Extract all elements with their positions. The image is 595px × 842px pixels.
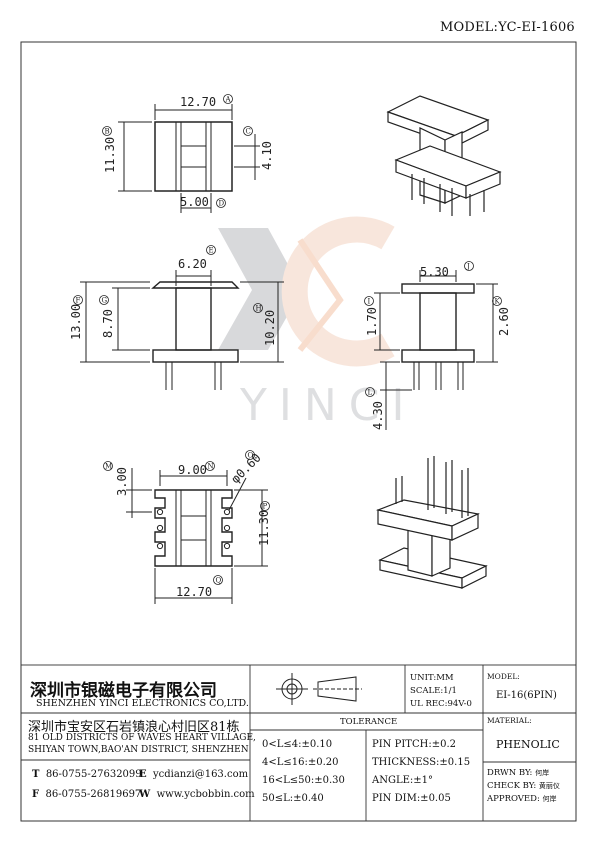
dim-pin-len: 4.30 xyxy=(371,401,385,430)
iso-view-top xyxy=(386,95,502,216)
front-view xyxy=(80,270,284,390)
marker-o: O xyxy=(248,452,254,460)
drawn-label: DRWN BY: xyxy=(487,768,533,778)
dim-top-gap: 5.00 xyxy=(180,195,209,209)
check-label: CHECK BY: xyxy=(487,781,537,791)
material-value: PHENOLIC xyxy=(496,738,560,751)
web-value: www.ycbobbin.com xyxy=(156,789,255,800)
dim-side-b: 2.60 xyxy=(497,307,511,336)
marker-b: B xyxy=(105,128,110,136)
email-value: ycdianzi@163.com xyxy=(152,769,249,780)
web-label: W xyxy=(139,789,151,800)
approved-name: 何岸 xyxy=(542,795,557,803)
marker-e: E xyxy=(209,247,214,255)
iso-view-bottom xyxy=(375,456,488,589)
markers xyxy=(73,94,502,585)
email-label: E xyxy=(139,769,147,780)
watermark-logo: YINCI xyxy=(218,216,416,431)
dim-top-inner: 4.10 xyxy=(260,141,274,170)
drawn-by: DRWN BY: 何岸 xyxy=(487,768,549,778)
bottom-view xyxy=(126,468,268,604)
dim-front-total: 13.00 xyxy=(69,304,83,340)
contact-fax: F 86-0755-26819697 xyxy=(32,789,141,800)
tol-left-2: 16<L≤50:±0.30 xyxy=(262,775,345,786)
check-name: 黄丽仪 xyxy=(538,782,560,790)
tol-right-2: ANGLE:±1° xyxy=(372,775,434,786)
contact-tel: T 86-0755-27632099 xyxy=(32,769,142,780)
marker-f: F xyxy=(76,297,81,305)
model-label: MODEL: xyxy=(487,672,520,681)
top-view xyxy=(118,104,260,213)
marker-l: L xyxy=(368,389,373,397)
model-value: EI-16(6PIN) xyxy=(496,690,557,701)
tol-right-0: PIN PITCH:±0.2 xyxy=(372,739,456,750)
company-name-cn: 深圳市银磁电子有限公司 xyxy=(30,681,217,701)
dim-top-width: 12.70 xyxy=(180,95,216,109)
tel-label: T xyxy=(32,769,40,780)
approved-label: APPROVED: xyxy=(487,794,540,804)
marker-d: D xyxy=(219,200,225,208)
dim-front-h: 10.20 xyxy=(263,310,277,346)
drawn-name: 何岸 xyxy=(535,769,550,777)
dim-side-top: 5.30 xyxy=(420,265,449,279)
marker-j: J xyxy=(466,263,470,271)
address-en-1: 81 OLD DISTRICTS OF WAVES HEART VILLAGE, xyxy=(28,733,256,743)
check-by: CHECK BY: 黄丽仪 xyxy=(487,781,560,791)
dim-front-top: 6.20 xyxy=(178,257,207,271)
marker-g: G xyxy=(102,297,108,305)
material-label: MATERIAL: xyxy=(487,716,532,725)
projection-symbol xyxy=(276,673,362,705)
contact-web: W www.ycbobbin.com xyxy=(139,789,255,800)
tol-left-3: 50≤L:±0.40 xyxy=(262,793,324,804)
tel-value: 86-0755-27632099 xyxy=(45,769,142,780)
marker-i: I xyxy=(368,298,371,306)
fax-value: 86-0755-26819697 xyxy=(45,789,142,800)
approved-by: APPROVED: 何岸 xyxy=(487,794,557,804)
marker-q: Q xyxy=(216,577,222,585)
tol-right-3: PIN DIM:±0.05 xyxy=(372,793,451,804)
dim-top-height: 11.30 xyxy=(103,137,117,173)
marker-a: A xyxy=(225,96,232,104)
tol-left-0: 0<L≤4:±0.10 xyxy=(262,739,333,750)
address-en-2: SHIYAN TOWN,BAO'AN DISTRICT, SHENZHEN xyxy=(28,745,249,755)
title-block xyxy=(20,664,577,822)
tolerance-title: TOLERANCE xyxy=(340,717,398,727)
dim-bot-width: 12.70 xyxy=(176,585,212,599)
dim-front-inner: 8.70 xyxy=(101,309,115,338)
unit: UNIT:MM xyxy=(410,673,454,683)
marker-p: P xyxy=(263,503,268,511)
ul-rec: UL REC:94V-0 xyxy=(410,699,472,709)
company-name-en: SHENZHEN YINCI ELECTRONICS CO,LTD. xyxy=(36,698,249,709)
tol-right-1: THICKNESS:±0.15 xyxy=(372,757,471,768)
dim-bot-pitch: 9.00 xyxy=(178,463,207,477)
scale: SCALE:1/1 xyxy=(410,686,457,696)
watermark-text: YINCI xyxy=(239,380,416,431)
marker-n: N xyxy=(208,463,214,471)
model-number: MODEL:YC-EI-1606 xyxy=(440,20,575,35)
address-cn: 深圳市宝安区石岩镇浪心村旧区81栋 xyxy=(28,720,240,735)
dim-side-a: 1.70 xyxy=(365,307,379,336)
marker-c: C xyxy=(246,128,251,136)
dim-bot-offset: 3.00 xyxy=(115,467,129,496)
contact-email: E ycdianzi@163.com xyxy=(139,769,248,780)
marker-k: K xyxy=(495,298,501,306)
tol-left-1: 4<L≤16:±0.20 xyxy=(262,757,339,768)
marker-m: M xyxy=(105,463,112,471)
fax-label: F xyxy=(32,789,40,800)
side-view xyxy=(374,270,498,430)
marker-h: H xyxy=(256,305,262,313)
dim-bot-height: 11.30 xyxy=(257,510,271,546)
